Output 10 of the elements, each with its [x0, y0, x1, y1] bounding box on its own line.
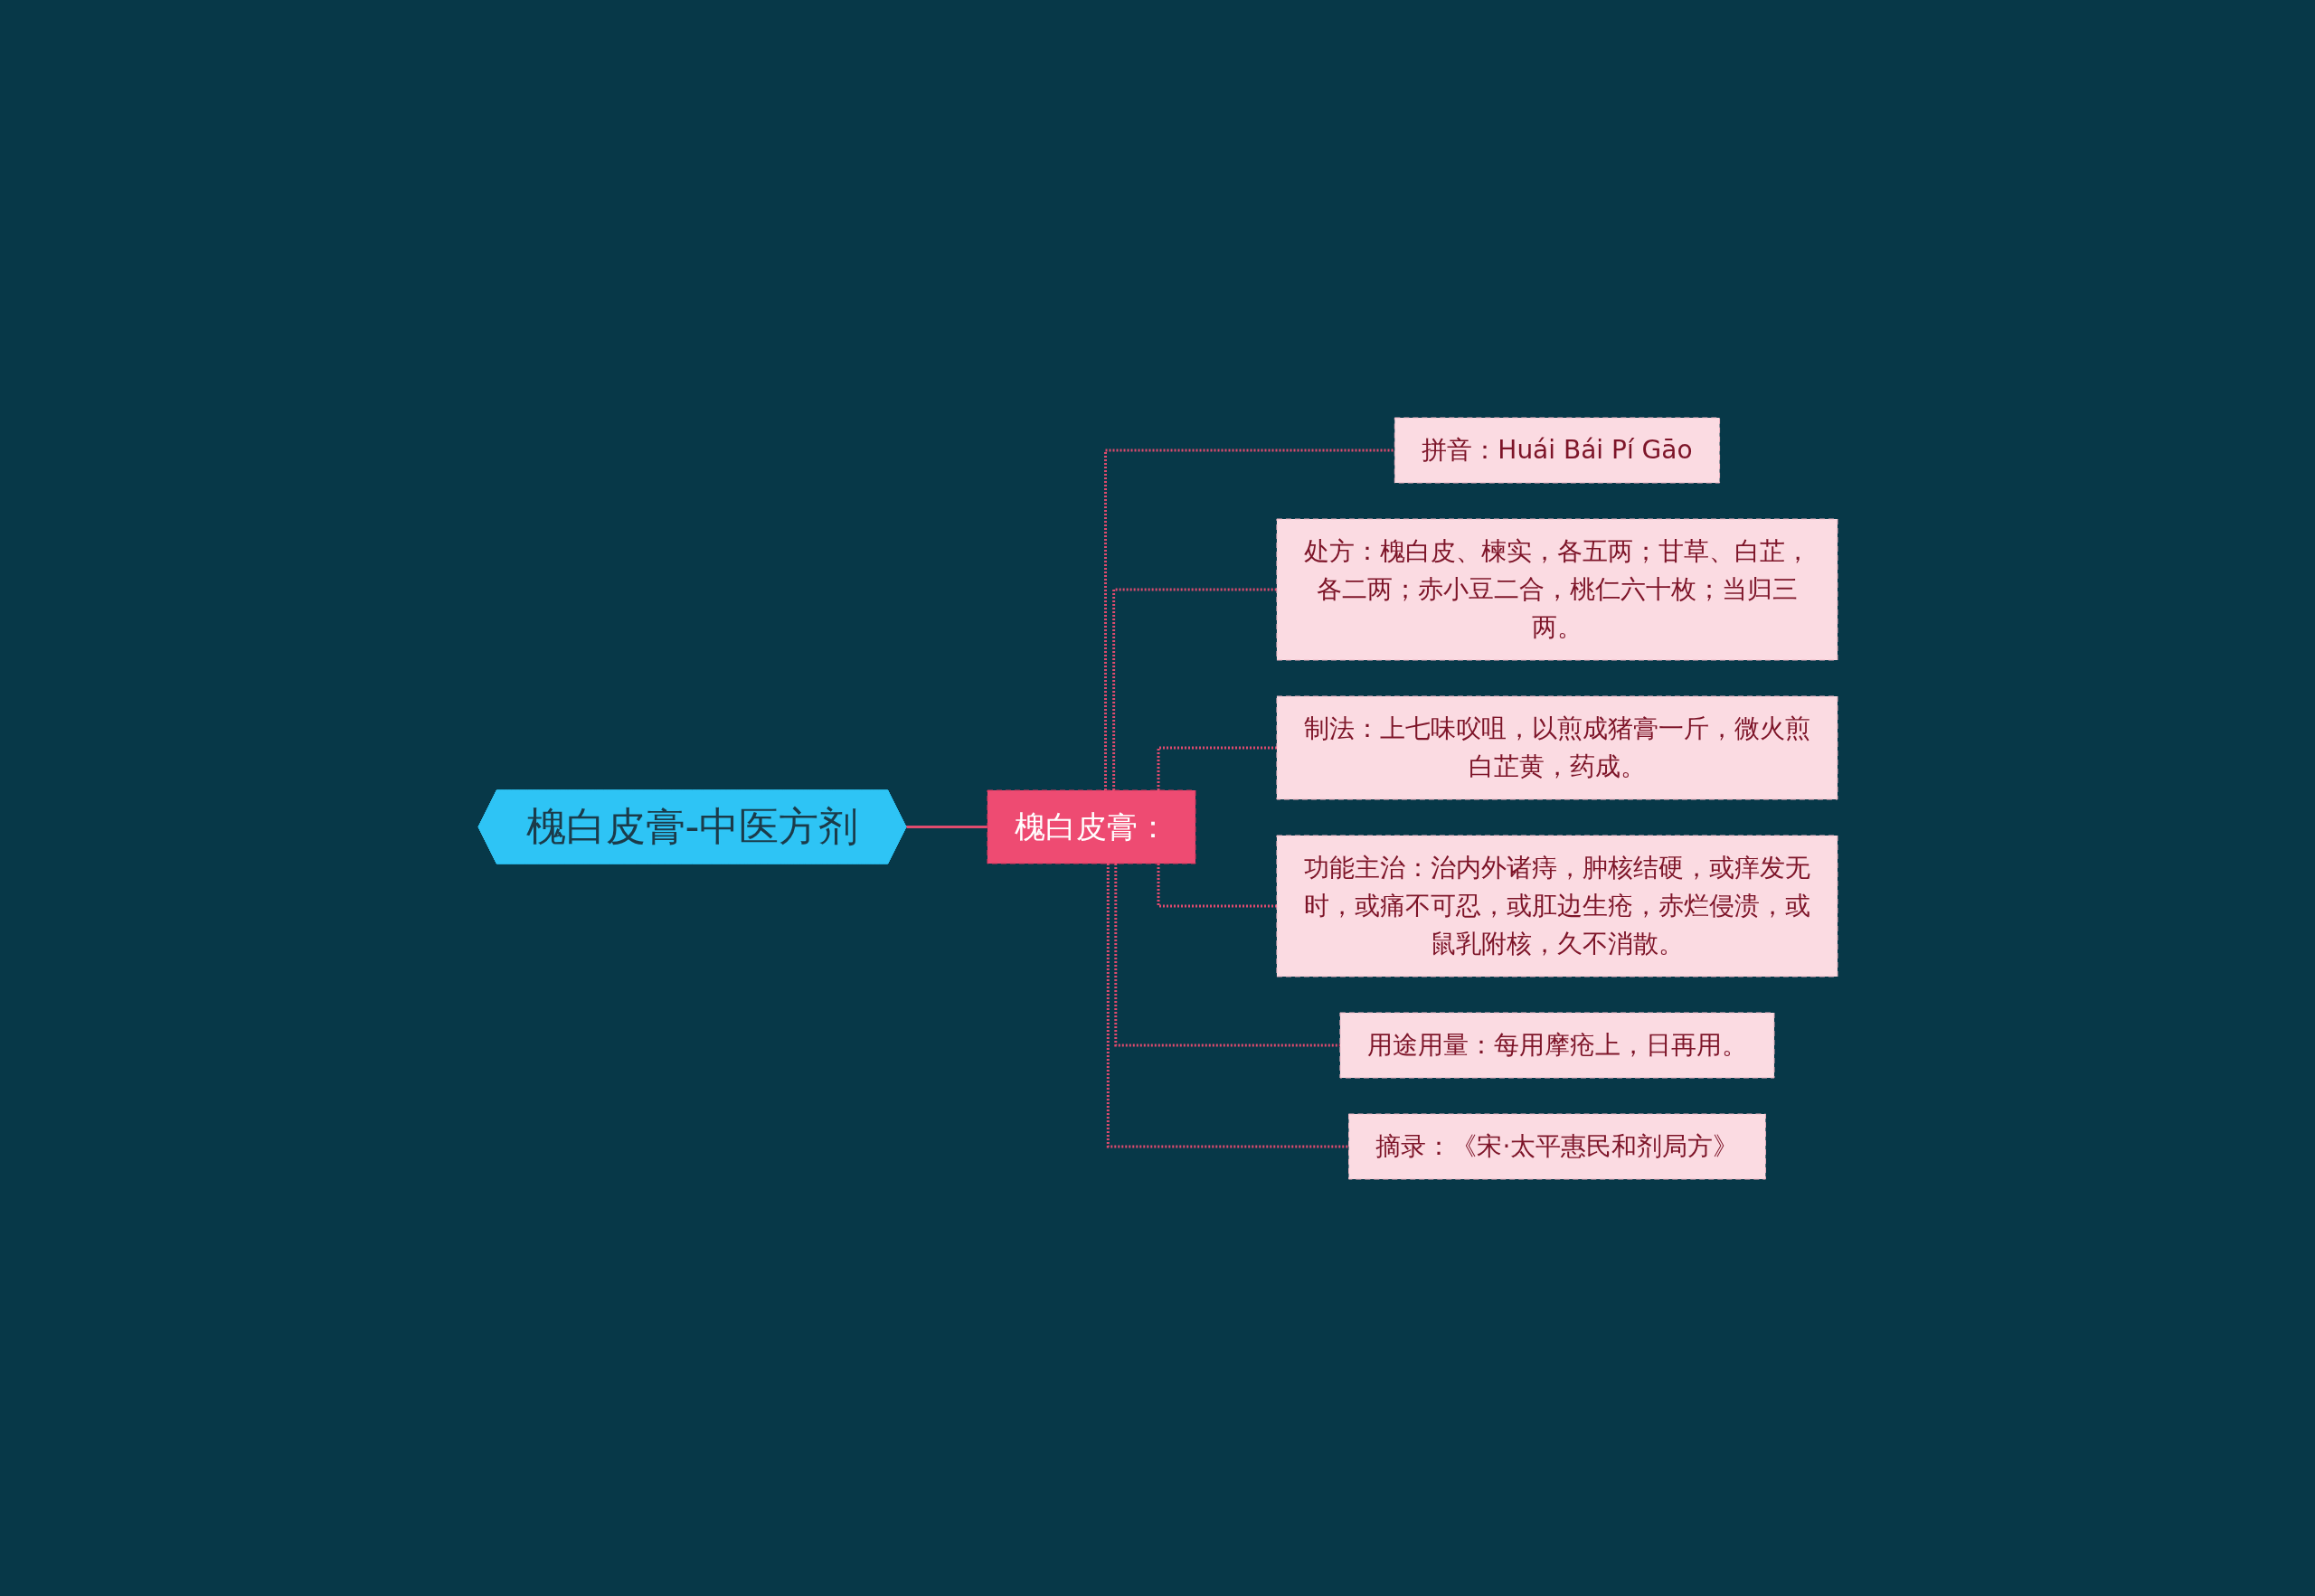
node-box: 功能主治：治内外诸痔，肿核结硬，或痒发无时，或痛不可忍，或肛边生疮，赤烂侵溃，或鼠乳附核，久不消散。 [1275, 835, 1838, 977]
node-box: 用途用量：每用摩疮上，日再用。 [1338, 1012, 1774, 1078]
connector [1113, 863, 1340, 1046]
node-box: 拼音：Huái Bái Pí Gāo [1394, 417, 1720, 483]
node-box: 制法：上七味㕮咀，以煎成猪膏一斤，微火煎白芷黄，药成。 [1275, 695, 1838, 799]
connector [904, 825, 987, 828]
node-box: 摘录：《宋·太平惠民和剂局方》 [1347, 1113, 1766, 1179]
node-box: 处方：槐白皮、楝实，各五两；甘草、白芷，各二两；赤小豆二合，桃仁六十枚；当归三两。 [1275, 518, 1838, 660]
connector [1106, 863, 1348, 1147]
node-box: 槐白皮膏： [986, 789, 1195, 864]
